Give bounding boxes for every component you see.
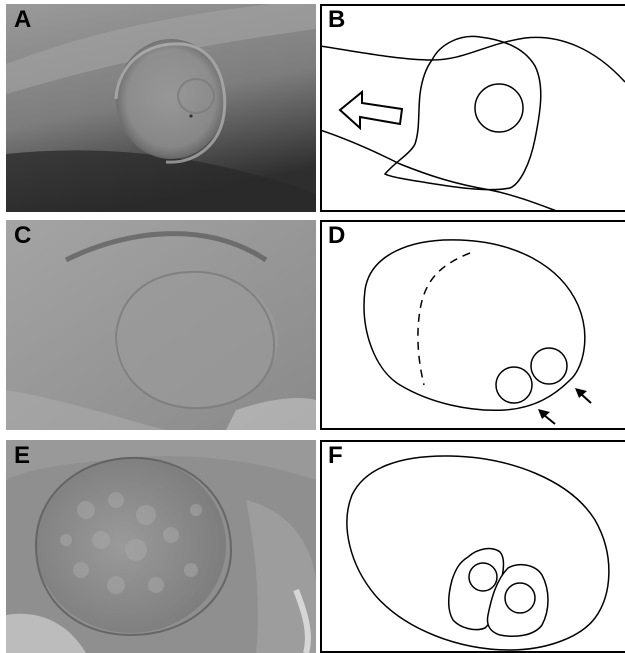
drawing-d [320, 220, 625, 430]
panel-b: B [320, 4, 625, 212]
panel-label-d: D [328, 224, 345, 248]
drawing-f [320, 440, 625, 653]
micrograph-c [6, 220, 316, 430]
panel-label-b: B [328, 8, 345, 32]
micrograph-e [6, 440, 316, 653]
nucleus-circle [475, 84, 523, 132]
panel-a: A [6, 4, 316, 212]
pointer-arrow-icon [538, 409, 555, 424]
panel-c: C [6, 220, 316, 430]
nucleus-circle [531, 348, 567, 384]
nucleus-circle [469, 563, 497, 591]
direction-arrow-icon [340, 92, 402, 128]
drawing-b [320, 4, 625, 212]
micrograph-a [6, 4, 316, 212]
panel-label-c: C [14, 224, 31, 248]
pointer-arrow-icon [575, 388, 591, 403]
panel-d: D [320, 220, 625, 430]
panel-label-a: A [14, 8, 31, 32]
panel-e: E [6, 440, 316, 653]
panel-label-e: E [14, 444, 30, 468]
panel-f: F [320, 440, 625, 653]
nucleus-circle [496, 367, 532, 403]
nucleus-circle [505, 583, 535, 613]
panel-label-f: F [328, 444, 343, 468]
